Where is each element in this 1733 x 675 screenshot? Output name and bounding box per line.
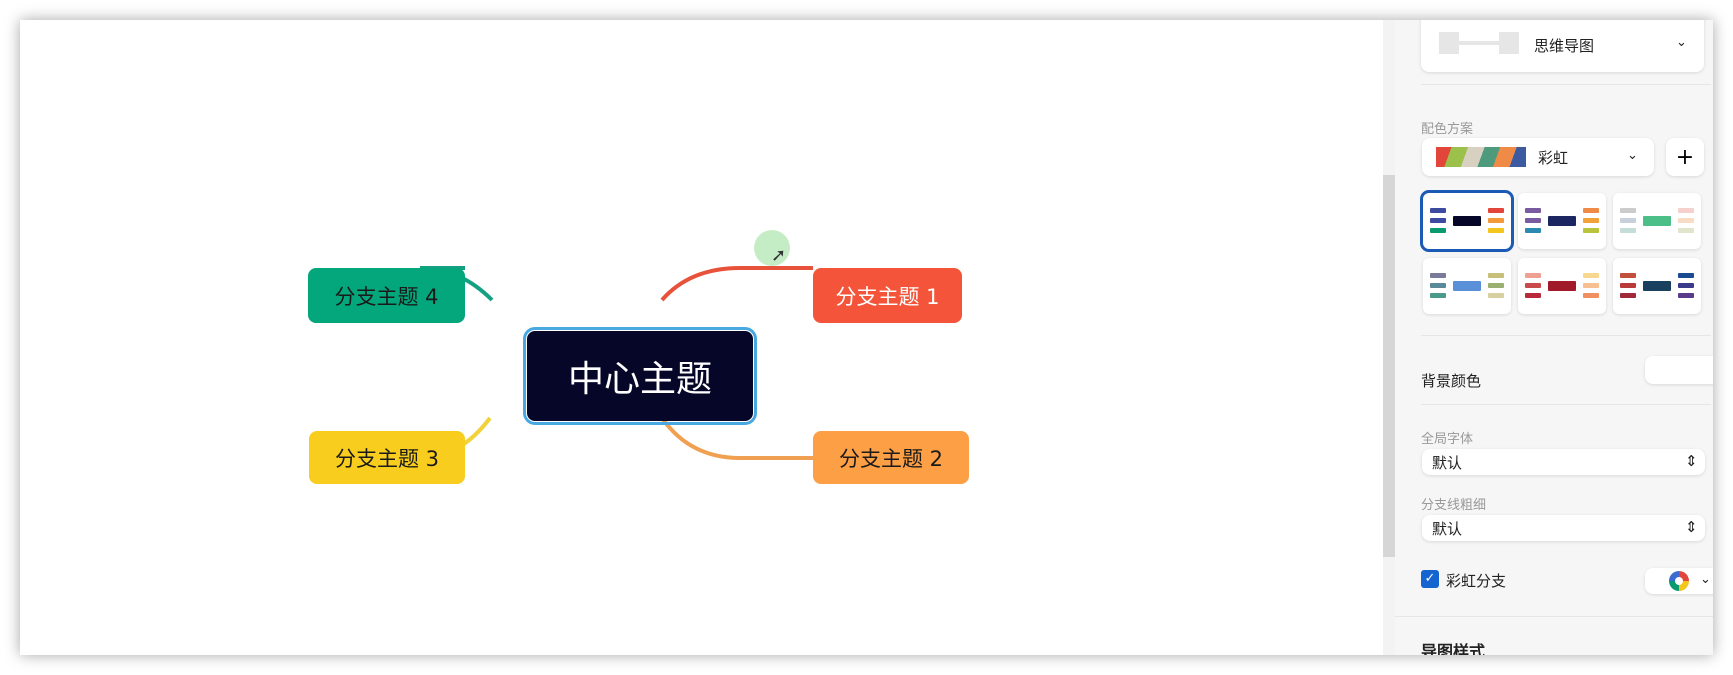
color-scheme-value: 彩虹 — [1538, 148, 1569, 167]
branch-line-1 — [660, 266, 813, 302]
rainbow-branch-checkbox[interactable]: ✓ — [1421, 570, 1439, 588]
updown-icon: ⇕ — [1685, 452, 1698, 470]
chevron-down-icon: ⌄ — [1700, 572, 1711, 587]
structure-value: 思维导图 — [1534, 37, 1595, 55]
cursor-highlight — [754, 230, 790, 266]
branch-line-2 — [660, 416, 813, 460]
theme-thumbnail-5[interactable] — [1518, 258, 1606, 314]
scrollbar-thumb[interactable] — [1383, 175, 1395, 557]
background-color-label: 背景颜色 — [1421, 372, 1482, 390]
mindmap-structure-icon — [1439, 32, 1519, 54]
chevron-down-icon: ⌄ — [1627, 148, 1638, 163]
theme-thumbnail-6[interactable] — [1613, 258, 1701, 314]
color-wheel-icon — [1669, 571, 1689, 591]
rainbow-branch-label: 彩虹分支 — [1446, 572, 1507, 590]
structure-select[interactable]: 思维导图 ⌄ — [1421, 20, 1704, 72]
line-width-label: 分支线粗细 — [1421, 498, 1487, 513]
line-width-value: 默认 — [1432, 519, 1463, 538]
updown-icon: ⇕ — [1685, 518, 1698, 536]
chevron-down-icon: ⌄ — [1676, 35, 1687, 50]
branch-topic-1[interactable]: 分支主题 1 — [813, 268, 962, 323]
settings-panel: 思维导图 ⌄ 配色方案 彩虹 ⌄ + 背景颜色 全局字体 默认 ⇕ 分支线粗细 默… — [1395, 20, 1713, 655]
theme-thumbnail-2[interactable] — [1518, 193, 1606, 249]
branch-topic-3[interactable]: 分支主题 3 — [309, 431, 465, 484]
canvas-scrollbar[interactable] — [1383, 20, 1395, 655]
rainbow-palette-icon — [1436, 147, 1526, 167]
global-font-value: 默认 — [1432, 453, 1463, 472]
color-scheme-label: 配色方案 — [1421, 122, 1474, 137]
global-font-select[interactable]: 默认 ⇕ — [1422, 449, 1705, 475]
global-font-label: 全局字体 — [1421, 432, 1474, 447]
branch-topic-4[interactable]: 分支主题 4 — [308, 268, 465, 323]
mouse-cursor-icon: ➚ — [771, 245, 787, 266]
theme-thumbnail-3[interactable] — [1613, 193, 1701, 249]
app-window: 分支主题 4 分支主题 1 分支主题 3 分支主题 2 中心主题 ➚ 思维导图 … — [20, 20, 1713, 655]
map-style-heading: 导图样式 — [1421, 642, 1486, 655]
theme-thumbnail-1[interactable] — [1420, 190, 1514, 252]
branch-topic-2[interactable]: 分支主题 2 — [813, 431, 969, 484]
central-topic[interactable]: 中心主题 — [523, 327, 757, 425]
add-scheme-button[interactable]: + — [1666, 138, 1704, 176]
mindmap-canvas[interactable]: 分支主题 4 分支主题 1 分支主题 3 分支主题 2 中心主题 ➚ — [20, 20, 1383, 655]
background-color-swatch[interactable] — [1645, 356, 1713, 384]
line-width-select[interactable]: 默认 ⇕ — [1422, 515, 1705, 541]
theme-thumbnail-4[interactable] — [1423, 258, 1511, 314]
color-scheme-select[interactable]: 彩虹 ⌄ — [1422, 138, 1654, 176]
rainbow-color-select[interactable]: ⌄ — [1645, 568, 1713, 594]
